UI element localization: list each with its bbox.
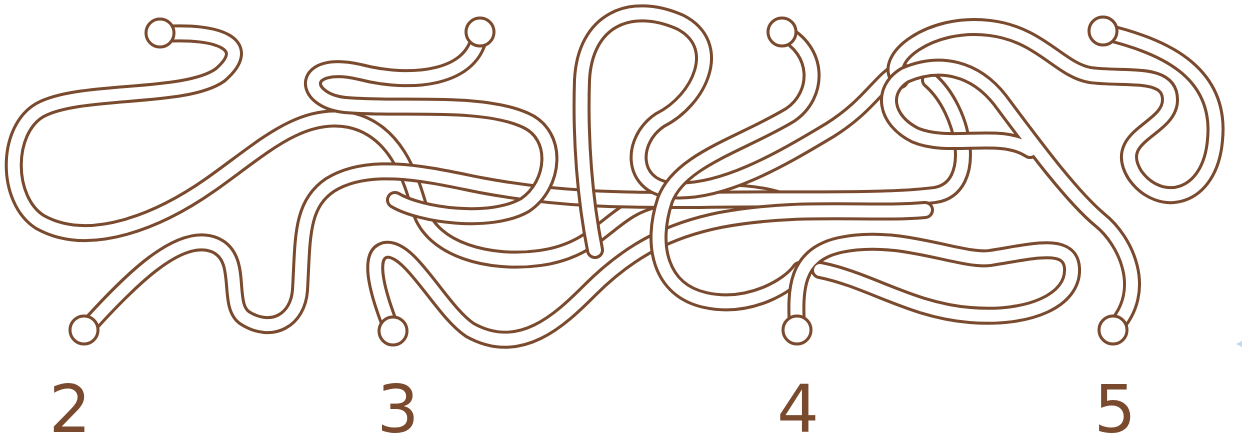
rope-end-knob-2[interactable] (70, 316, 98, 344)
edge-marker-icon (1236, 341, 1242, 347)
end-label-3: 3 (377, 371, 419, 448)
end-label-2: 2 (49, 371, 91, 448)
rope-end-knob-top-2[interactable] (466, 18, 494, 46)
rope-end-knob-top-3[interactable] (768, 18, 796, 46)
end-label-4: 4 (777, 371, 819, 448)
rope-end-knob-5[interactable] (1099, 316, 1127, 344)
end-label-5: 5 (1094, 371, 1136, 448)
rope-f (658, 32, 811, 302)
rope-end-knob-3[interactable] (379, 317, 407, 345)
rope-end-knob-top-4[interactable] (1089, 17, 1117, 45)
rope-end-knob-4[interactable] (783, 316, 811, 344)
rope-g (796, 242, 1072, 328)
rope-end-knob-top-1[interactable] (146, 19, 174, 47)
